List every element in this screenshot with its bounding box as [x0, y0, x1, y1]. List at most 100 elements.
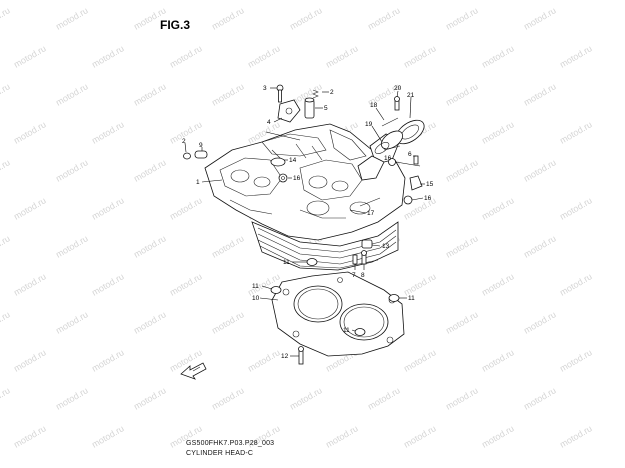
- watermark-text: motod.ru: [522, 309, 558, 335]
- bolt-3: [276, 84, 284, 103]
- watermark-text: motod.ru: [558, 423, 594, 449]
- watermark-text: motod.ru: [246, 43, 282, 69]
- watermark-text: motod.ru: [54, 385, 90, 411]
- watermark-text: motod.ru: [444, 157, 480, 183]
- dowel-9: [194, 150, 208, 159]
- watermark-text: motod.ru: [444, 385, 480, 411]
- watermark-text: motod.ru: [12, 195, 48, 221]
- watermark-text: motod.ru: [402, 43, 438, 69]
- o-ring-11-top: [306, 258, 318, 266]
- watermark-text: motod.ru: [168, 271, 204, 297]
- bolt-8: [361, 250, 367, 265]
- watermark-text: motod.ru: [12, 119, 48, 145]
- watermark-text: motod.ru: [444, 5, 480, 31]
- watermark-text: motod.ru: [402, 423, 438, 449]
- watermark-text: motod.ru: [0, 81, 12, 107]
- callout-c21: 21: [407, 92, 415, 99]
- watermark-text: motod.ru: [444, 309, 480, 335]
- watermark-text: motod.ru: [480, 271, 516, 297]
- callout-c10: 10: [252, 295, 260, 302]
- watermark-text: motod.ru: [0, 233, 12, 259]
- o-ring-11-right: [388, 294, 400, 302]
- watermark-text: motod.ru: [54, 81, 90, 107]
- watermark-text: motod.ru: [0, 157, 12, 183]
- insulator-14: [270, 157, 286, 167]
- watermark-text: motod.ru: [288, 385, 324, 411]
- watermark-text: motod.ru: [522, 157, 558, 183]
- callout-c4: 4: [267, 119, 271, 126]
- spring-2-top: [312, 89, 319, 99]
- watermark-text: motod.ru: [558, 195, 594, 221]
- watermark-text: motod.ru: [444, 233, 480, 259]
- watermark-text: motod.ru: [402, 271, 438, 297]
- leader-lines: [184, 87, 425, 357]
- callout-c17: 17: [367, 210, 375, 217]
- watermark-text: motod.ru: [522, 81, 558, 107]
- watermark-text: motod.ru: [132, 81, 168, 107]
- callout-c16c: 16: [424, 195, 432, 202]
- dowel-13: [361, 239, 373, 249]
- callout-c16b: 16: [384, 155, 392, 162]
- watermark-text: motod.ru: [12, 271, 48, 297]
- watermark-text: motod.ru: [324, 423, 360, 449]
- watermark-text: motod.ru: [132, 5, 168, 31]
- watermark-text: motod.ru: [444, 81, 480, 107]
- callout-c12: 12: [281, 353, 289, 360]
- watermark-text: motod.ru: [90, 271, 126, 297]
- watermark-text: motod.ru: [0, 5, 12, 31]
- watermark-text: motod.ru: [0, 385, 12, 411]
- callout-c11c: 11: [408, 295, 415, 302]
- watermark-text: motod.ru: [90, 43, 126, 69]
- screw-20: [394, 96, 400, 111]
- bolt-12: [298, 346, 304, 365]
- figure-code: GS500FHK7.P03.P28_003: [186, 440, 275, 447]
- watermark-text: motod.ru: [210, 5, 246, 31]
- cap-15: [409, 175, 423, 191]
- watermark-text: motod.ru: [522, 385, 558, 411]
- callout-c13: 13: [382, 243, 390, 250]
- figure-name: CYLINDER HEAD-C: [186, 450, 254, 457]
- o-ring-11-left: [270, 286, 282, 294]
- callout-c11d: 11: [343, 327, 350, 334]
- watermark-text: motod.ru: [480, 195, 516, 221]
- watermark-text: motod.ru: [54, 233, 90, 259]
- o-ring-11-bottom: [354, 328, 366, 336]
- watermark-text: motod.ru: [132, 309, 168, 335]
- callout-c19: 19: [365, 121, 373, 128]
- callout-c1: 1: [196, 179, 200, 186]
- callout-c11b: 11: [252, 283, 259, 290]
- callout-c8: 8: [361, 272, 365, 279]
- watermark-text: motod.ru: [210, 385, 246, 411]
- clamp-19: [374, 142, 390, 154]
- washer-16-b: [403, 195, 413, 205]
- watermark-text: motod.ru: [0, 309, 12, 335]
- watermark-text: motod.ru: [12, 43, 48, 69]
- intake-pipe-18-21: [380, 117, 425, 151]
- watermark-text: motod.ru: [288, 5, 324, 31]
- watermark-text: motod.ru: [12, 423, 48, 449]
- watermark-text: motod.ru: [132, 385, 168, 411]
- watermark-text: motod.ru: [132, 157, 168, 183]
- front-direction-arrow-icon: [180, 362, 207, 380]
- callout-c3: 3: [263, 85, 267, 92]
- callout-c20: 20: [394, 85, 402, 92]
- watermark-text: motod.ru: [168, 43, 204, 69]
- watermark-text: motod.ru: [210, 81, 246, 107]
- callout-c6: 6: [408, 151, 412, 158]
- watermark-text: motod.ru: [480, 119, 516, 145]
- watermark-text: motod.ru: [558, 119, 594, 145]
- watermark-text: motod.ru: [90, 347, 126, 373]
- bolt-7: [352, 254, 358, 265]
- watermark-text: motod.ru: [168, 195, 204, 221]
- watermark-text: motod.ru: [402, 347, 438, 373]
- callout-c5: 5: [324, 105, 328, 112]
- watermark-text: motod.ru: [54, 5, 90, 31]
- watermark-text: motod.ru: [54, 157, 90, 183]
- callout-c2a: 2: [330, 89, 334, 96]
- watermark-text: motod.ru: [12, 347, 48, 373]
- watermark-text: motod.ru: [558, 271, 594, 297]
- watermark-text: motod.ru: [210, 309, 246, 335]
- callout-c14: 14: [289, 157, 297, 164]
